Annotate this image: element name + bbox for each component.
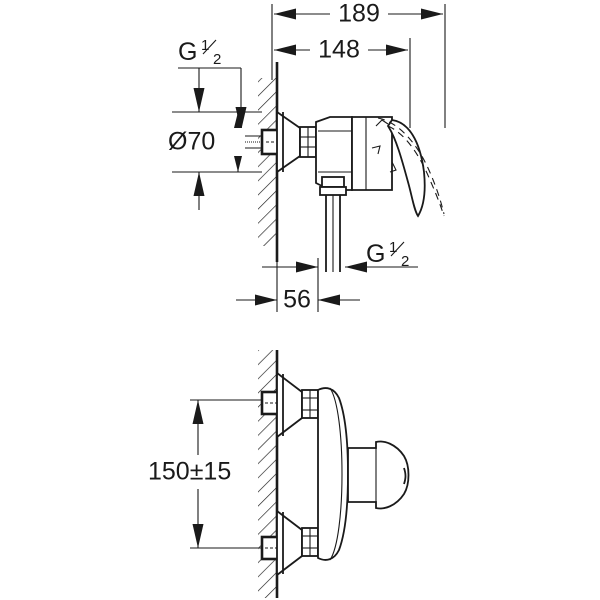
dimension-189: 189	[271, 0, 446, 128]
arrowhead-left	[318, 294, 340, 306]
arrowhead-top	[192, 400, 204, 424]
thread-callout-bottom: G 1 2	[345, 239, 418, 273]
dimension-150-plus-minus-15: 150±15	[144, 399, 262, 549]
thread-denominator-bottom: 2	[401, 253, 409, 270]
dimension-label-189: 189	[338, 0, 380, 28]
arrowhead-down-left	[193, 88, 205, 112]
lever-handle-front	[347, 440, 410, 510]
side-section-view: 189 148 G 1 2	[167, 0, 446, 314]
escutcheon-flange-top	[276, 110, 301, 174]
thread-denominator-top: 2	[213, 51, 221, 68]
thread-letter-top: G	[178, 38, 197, 66]
knurled-nut-lower	[301, 527, 319, 557]
front-view: 150±15	[144, 350, 410, 598]
dimension-label-diameter-70: Ø70	[168, 128, 215, 156]
escutcheon-upper	[276, 371, 303, 439]
dimension-56: 56	[236, 258, 360, 314]
arrowhead-right	[386, 44, 408, 56]
dimension-diameter-70: Ø70	[167, 103, 262, 210]
arrowhead-left	[274, 8, 296, 20]
arrowhead-outside-bottom	[193, 172, 205, 196]
wall-hatching-top	[258, 62, 279, 262]
mixer-body-top	[299, 116, 445, 272]
thread-letter-bottom: G	[366, 240, 385, 268]
mixer-body-front	[317, 387, 349, 561]
arrowhead-right	[421, 8, 443, 20]
dimension-label-56: 56	[283, 286, 311, 314]
escutcheon-lower	[276, 509, 303, 577]
reference-arrows-56	[262, 261, 318, 273]
thread-numerator-bottom: 1	[389, 239, 397, 256]
knurled-nut-upper	[301, 389, 319, 419]
thread-callout-top: G 1 2	[178, 37, 247, 131]
thread-numerator-top: 1	[201, 37, 209, 54]
arrowhead-right	[255, 294, 277, 306]
arrowhead-left	[274, 44, 296, 56]
arrowhead-right-upper	[296, 261, 318, 273]
arrowhead-bottom	[192, 524, 204, 548]
wall-hatching-bottom	[258, 350, 279, 598]
arrowhead-left	[345, 261, 367, 273]
dimension-148: 148	[274, 36, 411, 128]
dimension-label-150-15: 150±15	[148, 458, 231, 486]
dimension-label-148: 148	[318, 36, 360, 64]
